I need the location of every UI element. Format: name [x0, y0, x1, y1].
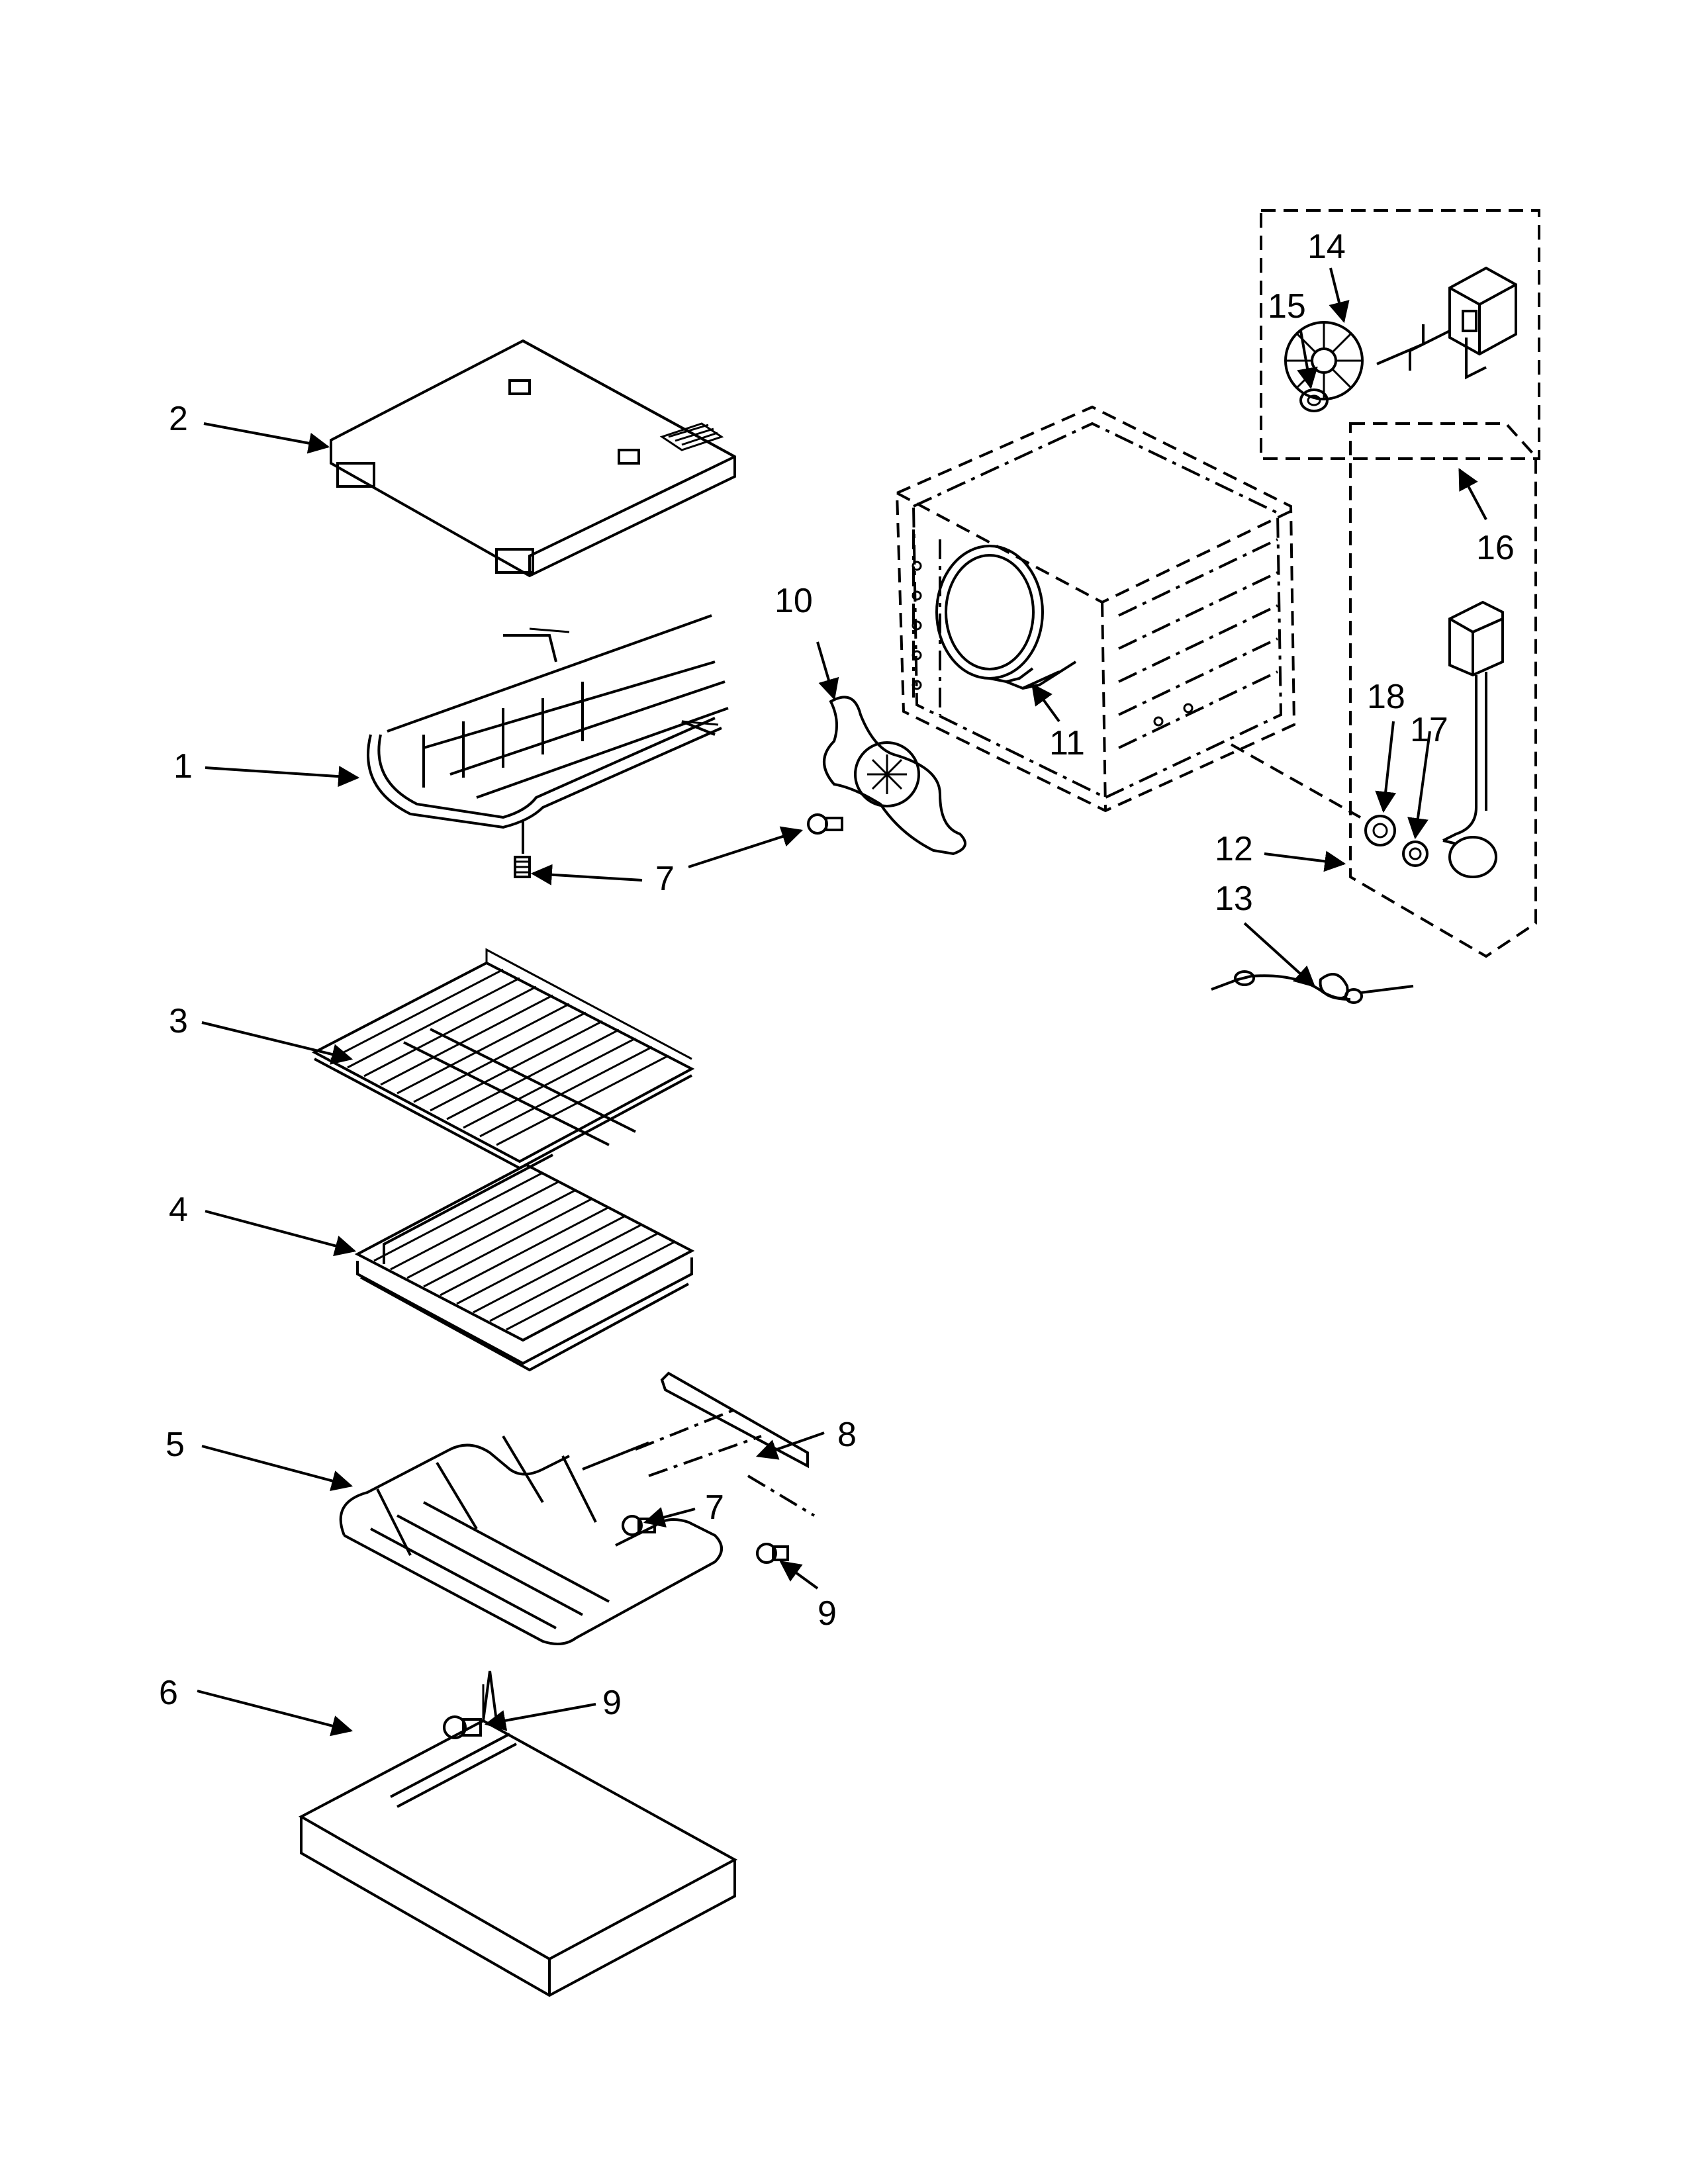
- screw-icon: [807, 813, 843, 835]
- callout-7: 7: [655, 860, 675, 898]
- meat-probe-part: [1211, 970, 1414, 1004]
- bracket-part: [635, 1371, 816, 1517]
- callout-17: 17: [1410, 711, 1448, 749]
- callout-9: 9: [818, 1594, 837, 1633]
- broiler-pan-part: [298, 1670, 738, 1997]
- oven-rack-part: [311, 948, 695, 1170]
- callout-3: 3: [169, 1002, 188, 1040]
- fan-motor-kit: [1260, 209, 1540, 460]
- sensor-assembly: [1231, 422, 1537, 958]
- callout-10: 10: [774, 582, 813, 620]
- rollout-rack-part: [354, 1154, 695, 1372]
- callout-9: 9: [602, 1684, 622, 1722]
- callout-8: 8: [837, 1416, 857, 1454]
- callout-4: 4: [169, 1191, 188, 1229]
- nut-icon: [1364, 815, 1396, 846]
- callout-1: 1: [173, 747, 193, 786]
- callout-6: 6: [159, 1674, 178, 1712]
- callout-5: 5: [165, 1426, 185, 1464]
- bake-element-part: [339, 1435, 723, 1645]
- callout-14: 14: [1307, 228, 1346, 266]
- motor-icon: [1376, 266, 1517, 380]
- gasket-part: [823, 696, 966, 856]
- callout-7: 7: [705, 1488, 724, 1527]
- nut-icon: [1299, 388, 1329, 412]
- lock-washer-icon: [1402, 841, 1429, 867]
- callout-16: 16: [1476, 529, 1515, 567]
- sensor-icon: [1442, 600, 1504, 878]
- fan-blade-icon: [1284, 321, 1364, 400]
- callout-13: 13: [1215, 880, 1253, 918]
- screw-icon: [756, 1543, 789, 1564]
- callout-12: 12: [1215, 830, 1253, 868]
- top-panel-part: [330, 339, 736, 578]
- screw-icon: [443, 1715, 482, 1739]
- leader-lines: [197, 267, 1487, 1737]
- broil-element-part: [367, 614, 729, 878]
- oven-cavity: [895, 405, 1296, 813]
- screw-icon: [514, 856, 531, 878]
- callout-2: 2: [169, 400, 188, 438]
- screw-icon: [622, 1515, 656, 1536]
- callout-15: 15: [1268, 287, 1306, 326]
- callout-11: 11: [1049, 724, 1085, 762]
- callout-18: 18: [1367, 678, 1405, 716]
- convection-element-part: [935, 545, 1077, 690]
